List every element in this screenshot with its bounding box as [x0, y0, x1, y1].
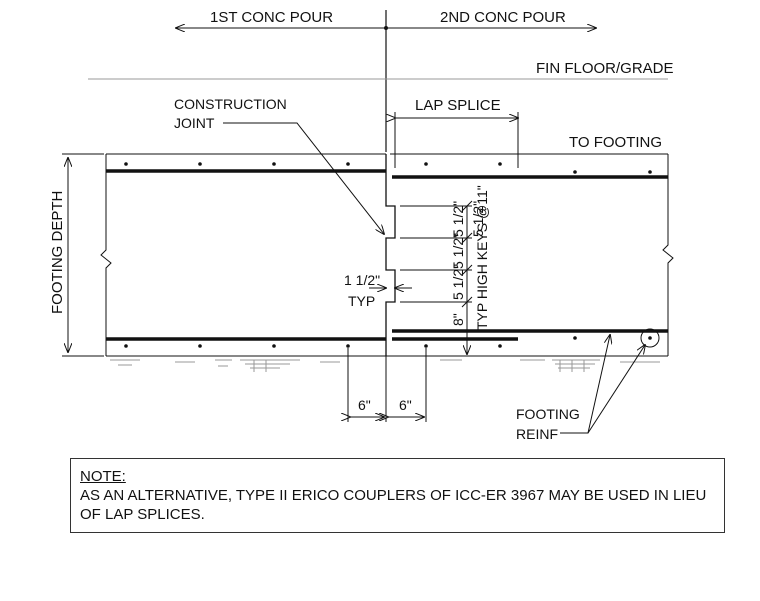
note-text: AS AN ALTERNATIVE, TYPE II ERICO COUPLER… [80, 487, 707, 523]
reinf-label-line1: FOOTING [516, 406, 580, 422]
pour-arrows: 1ST CONC POUR 2ND CONC POUR [176, 9, 596, 30]
construction-joint-keyed [385, 154, 396, 356]
reinf-callout-circle [640, 328, 660, 348]
note-box: NOTE: AS AN ALTERNATIVE, TYPE II ERICO C… [70, 458, 725, 533]
key-dimension-chain [400, 200, 473, 354]
key-dim-1: 5 1/2" [450, 201, 466, 237]
note-title: NOTE: [80, 468, 126, 485]
joint-label-line2: JOINT [174, 115, 215, 131]
key-dim-5: 8" [450, 313, 466, 326]
typ-keys-label: TYP HIGH KEYS @11" [474, 185, 490, 330]
footing-depth-label: FOOTING DEPTH [49, 191, 66, 314]
pour1-label: 1ST CONC POUR [210, 9, 333, 26]
key-depth-label: 1 1/2" [344, 272, 380, 288]
joint-label-line1: CONSTRUCTION [174, 96, 287, 112]
reinf-leader-2 [587, 345, 645, 434]
dim-left-label: 6" [358, 397, 371, 413]
footing-depth-dimension: FOOTING DEPTH [49, 153, 104, 357]
joint-leader [223, 122, 384, 234]
key-depth-dimension: 1 1/2" TYP [344, 272, 412, 309]
soil-hatch [110, 359, 660, 372]
to-footing-label: TO FOOTING [569, 134, 662, 151]
key-dim-2: 5 1/2" [450, 233, 466, 269]
typ-label: TYP [348, 293, 375, 309]
reinf-label-line2: REINF [516, 426, 558, 442]
six-inch-dimensions [348, 348, 427, 422]
key-dim-3: 5 1/2" [450, 264, 466, 300]
rebar-dots [124, 162, 652, 348]
grade-label: FIN FLOOR/GRADE [536, 60, 674, 77]
footing-outline [100, 153, 674, 357]
dim-right-label: 6" [399, 397, 412, 413]
rebars [106, 169, 668, 341]
pour2-label: 2ND CONC POUR [440, 9, 566, 26]
key-dim-4: 5 1/2" [470, 201, 486, 237]
lap-splice-label: LAP SPLICE [415, 97, 501, 114]
lap-splice-dimension: LAP SPLICE [395, 97, 518, 168]
